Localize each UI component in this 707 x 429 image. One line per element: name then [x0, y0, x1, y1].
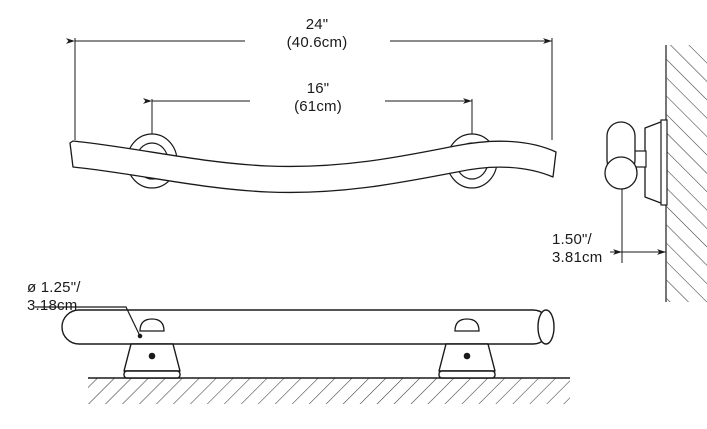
bracket-saddle-left — [139, 318, 165, 332]
overall-length-dimension — [66, 38, 553, 140]
overall-length-metric: (40.6cm) — [286, 33, 348, 51]
mount-bracket-left — [123, 318, 181, 379]
on-center-label: 16" (61cm) — [253, 80, 383, 115]
side-wall-plate — [660, 119, 668, 206]
side-bar-lower-profile — [604, 156, 638, 190]
wall-projection-metric: 3.81cm — [552, 248, 603, 266]
bottom-elevation-straight-bar — [35, 306, 570, 404]
bracket-baseplate-right — [438, 370, 496, 379]
tube-diameter-metric: 3.18cm — [27, 296, 78, 314]
tube-diameter-imperial: ø 1.25"/ — [27, 279, 81, 296]
bracket-saddle-right — [454, 318, 480, 332]
floor-section — [88, 377, 570, 404]
wall-projection-imperial: 1.50"/ — [552, 231, 592, 248]
diameter-leader-line — [35, 306, 143, 339]
on-center-imperial: 16" — [306, 80, 330, 97]
mount-bracket-right — [438, 318, 496, 379]
bracket-baseplate-left — [123, 370, 181, 379]
wavy-bar-body — [69, 140, 557, 194]
side-neck — [633, 150, 647, 168]
overall-length-label: 24" (40.6cm) — [247, 16, 387, 51]
wall-section — [665, 45, 707, 302]
wall-projection-label: 1.50"/ 3.81cm — [552, 231, 630, 266]
on-center-metric: (61cm) — [294, 97, 342, 115]
overall-length-imperial: 24" — [305, 16, 329, 33]
tube-diameter-label: ø 1.25"/ 3.18cm — [27, 279, 127, 314]
bracket-screw-hole-left — [148, 352, 156, 360]
tube-end-cap-right — [537, 309, 555, 345]
side-elevation-wall-mount — [604, 45, 707, 302]
front-elevation-wavy-bar — [69, 133, 557, 194]
bracket-screw-hole-right — [463, 352, 471, 360]
